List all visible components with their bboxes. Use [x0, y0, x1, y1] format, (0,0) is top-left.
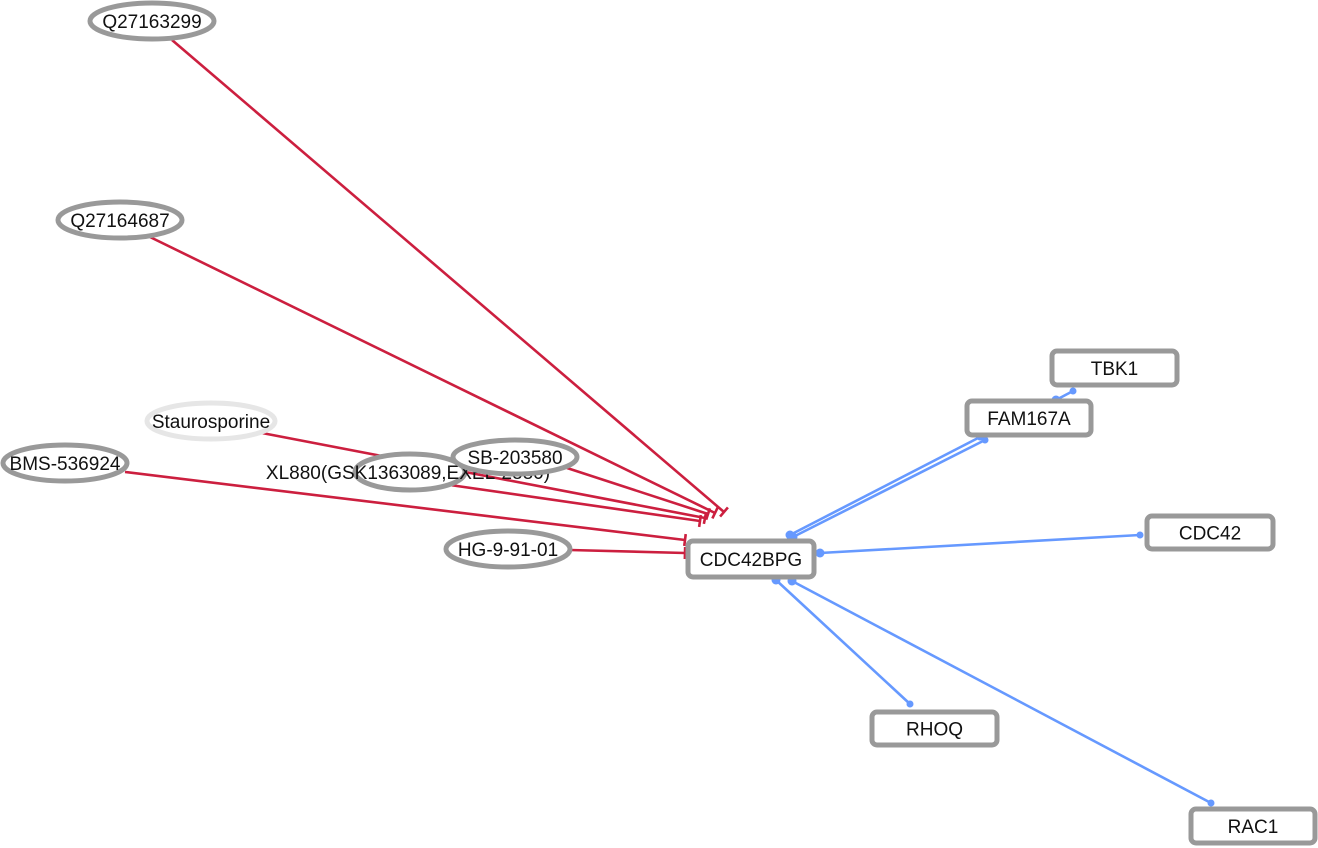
edge-CDC42BPG-FAM167A[interactable]: [785, 433, 984, 540]
edge-line: [789, 435, 981, 537]
node-Q27164687[interactable]: Q27164687: [55, 199, 185, 241]
edge-line: [449, 483, 701, 523]
edges-layer: [124, 39, 1215, 807]
node-HG-9-91-01[interactable]: HG-9-91-01: [443, 528, 573, 570]
node-ellipse: [55, 199, 185, 241]
tee-arrow-icon: [704, 507, 712, 521]
circle-source-icon: [1069, 387, 1077, 395]
node-rect: [1144, 513, 1276, 552]
node-label: FAM167A: [987, 409, 1071, 430]
tee-arrow-icon: [682, 533, 688, 547]
edge-line: [819, 533, 1141, 555]
circle-arrow-icon: [815, 548, 825, 558]
edge-Q27164687-CDC42BPG[interactable]: [149, 235, 719, 519]
circle-source-icon: [906, 700, 914, 708]
edge-XL880-CDC42BPG[interactable]: [449, 483, 703, 528]
edge-line: [569, 548, 686, 555]
node-rect: [1188, 806, 1318, 846]
edge-SB-203580-CDC42BPG[interactable]: [566, 466, 712, 521]
node-label: CDC42: [1179, 524, 1241, 545]
edge-line: [149, 235, 716, 515]
node-ellipse: [443, 528, 573, 570]
node-SB-203580[interactable]: SB-203580: [450, 437, 580, 477]
node-label: Q27163299: [102, 12, 201, 33]
edge-Q27163299-CDC42BPG[interactable]: [171, 39, 729, 518]
node-FAM167A[interactable]: FAM167A: [964, 398, 1094, 438]
edge-line: [792, 438, 986, 539]
node-label: HG-9-91-01: [458, 540, 558, 561]
node-label: CDC42BPG: [700, 550, 802, 571]
edge-CDC42-CDC42BPG[interactable]: [815, 531, 1144, 558]
node-RAC1[interactable]: RAC1: [1188, 806, 1318, 846]
node-CDC42BPG[interactable]: CDC42BPG: [685, 538, 817, 580]
edge-FAM167A-CDC42BPG[interactable]: [788, 436, 989, 542]
tee-arrow-icon: [697, 514, 703, 528]
node-label: RHOQ: [906, 720, 963, 741]
node-Staurosporine[interactable]: Staurosporine: [144, 400, 278, 442]
node-ellipse: [352, 451, 468, 493]
node-label: Q27164687: [70, 211, 169, 232]
edge-line: [775, 579, 911, 705]
node-label: SB-203580: [467, 448, 562, 469]
circle-source-icon: [1207, 799, 1215, 807]
node-label: Staurosporine: [152, 412, 270, 433]
node-ellipse: [87, 0, 217, 42]
edge-BMS-536924-CDC42BPG[interactable]: [124, 470, 688, 547]
edge-HG-9-91-01-CDC42BPG[interactable]: [569, 546, 687, 560]
edge-line: [261, 431, 706, 520]
edge-RHOQ-CDC42BPG[interactable]: [771, 575, 914, 708]
edge-line: [124, 470, 686, 542]
node-Q27163299[interactable]: Q27163299: [87, 0, 217, 42]
node-ellipse: [0, 442, 130, 484]
node-label: TBK1: [1091, 359, 1139, 380]
tee-arrow-icon: [719, 506, 729, 518]
node-rect: [1049, 348, 1180, 388]
node-label: RAC1: [1228, 817, 1279, 838]
node-rect: [685, 538, 817, 580]
edge-line: [791, 579, 1212, 805]
node-ellipse: [450, 437, 580, 477]
edge-line: [566, 466, 709, 516]
node-TBK1[interactable]: TBK1: [1049, 348, 1180, 388]
tee-arrow-icon: [711, 507, 719, 519]
node-rect: [964, 398, 1094, 438]
node-RHOQ[interactable]: RHOQ: [869, 709, 1000, 748]
node-label: BMS-536924: [10, 454, 121, 475]
edge-line: [171, 39, 725, 513]
node-ellipse: [144, 400, 278, 442]
edge-RAC1-CDC42BPG[interactable]: [787, 576, 1215, 807]
circle-arrow-icon: [785, 530, 795, 540]
node-BMS-536924[interactable]: BMS-536924: [0, 442, 130, 484]
node-rect: [869, 709, 1000, 748]
node-CDC42[interactable]: CDC42: [1144, 513, 1276, 552]
circle-source-icon: [1136, 531, 1144, 539]
